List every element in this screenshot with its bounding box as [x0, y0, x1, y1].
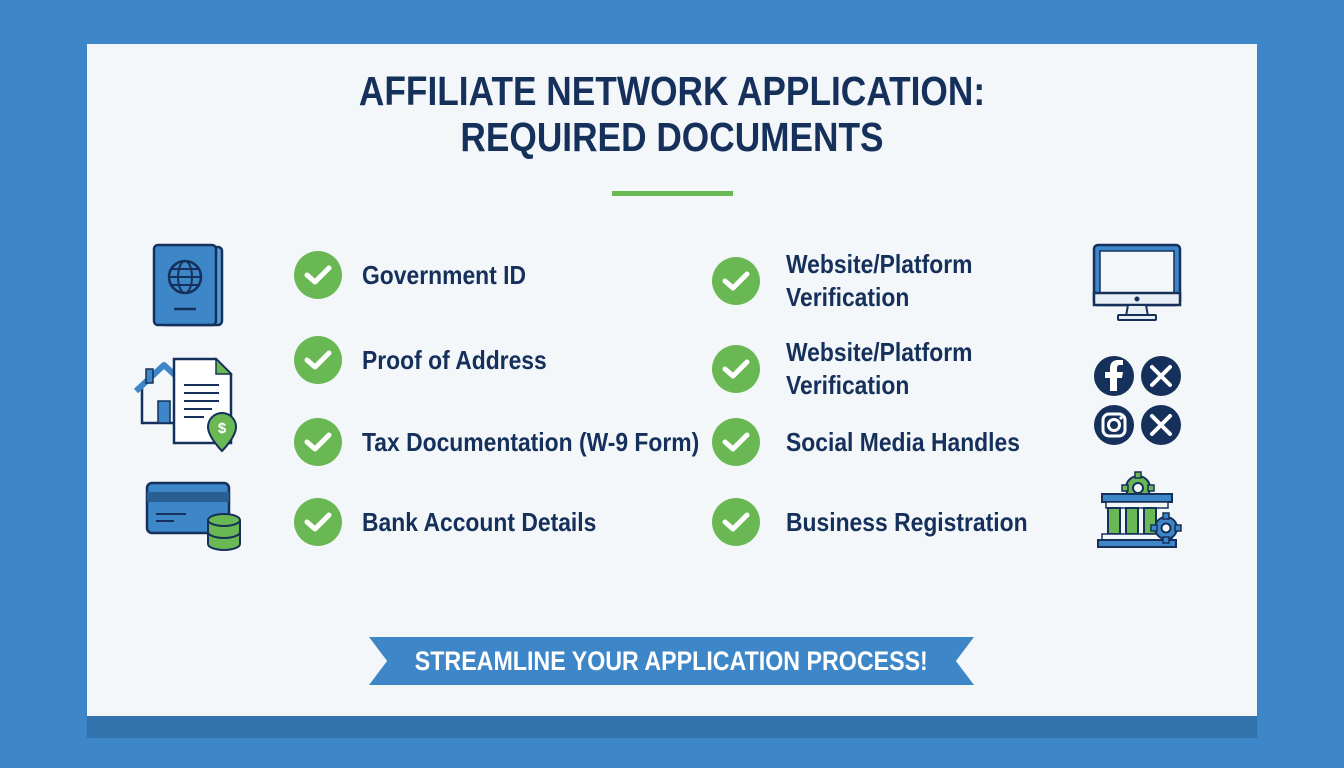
title-divider — [612, 191, 733, 196]
check-circle-icon — [294, 251, 342, 299]
cta-ribbon-banner: STREAMLINE YOUR APPLICATION PROCESS! — [369, 637, 974, 685]
checklist-item-tax-documentation: Tax Documentation (W-9 Form) — [294, 418, 745, 466]
credit-card-coins-icon — [144, 480, 244, 561]
check-circle-icon — [294, 336, 342, 384]
checklist-item-government-id: Government ID — [294, 251, 548, 299]
x-icon — [1141, 405, 1181, 445]
facebook-icon — [1094, 356, 1134, 396]
checklist-item-label: Business Registration — [786, 506, 1028, 537]
checklist-item-website-verification-2: Website/Platform Verification — [712, 336, 998, 402]
page-title: AFFILIATE NETWORK APPLICATION: REQUIRED … — [94, 68, 1250, 160]
check-circle-icon — [712, 257, 760, 305]
label-line-2: Verification — [786, 370, 910, 400]
social-media-icons — [1094, 355, 1184, 452]
document-card — [87, 44, 1257, 716]
gear-icon — [1150, 512, 1182, 544]
checklist-item-label: Website/Platform Verification — [786, 336, 972, 402]
monitor-icon — [1092, 243, 1182, 328]
check-circle-icon — [712, 345, 760, 393]
checklist-item-label: Social Media Handles — [786, 426, 1020, 457]
checklist-item-proof-of-address: Proof of Address — [294, 336, 572, 384]
card-shadow — [87, 716, 1257, 738]
title-line-2: REQUIRED DOCUMENTS — [460, 114, 884, 160]
passport-icon — [150, 243, 226, 334]
checklist-item-social-media: Social Media Handles — [712, 418, 1052, 466]
check-circle-icon — [294, 498, 342, 546]
checklist-item-label: Bank Account Details — [362, 506, 597, 537]
x-icon — [1141, 356, 1181, 396]
checklist-item-bank-account: Bank Account Details — [294, 498, 628, 546]
checklist-item-label: Tax Documentation (W-9 Form) — [362, 426, 700, 457]
instagram-icon — [1094, 405, 1134, 445]
business-building-gear-icon — [1096, 470, 1186, 555]
checklist-item-website-verification: Website/Platform Verification — [712, 248, 998, 314]
label-line-2: Verification — [786, 282, 910, 312]
check-circle-icon — [294, 418, 342, 466]
label-line-1: Website/Platform — [786, 249, 973, 279]
check-circle-icon — [712, 418, 760, 466]
house-document-icon: $ — [133, 355, 244, 460]
banner-text: STREAMLINE YOUR APPLICATION PROCESS! — [414, 645, 929, 676]
check-circle-icon — [712, 498, 760, 546]
label-line-1: Website/Platform — [786, 337, 973, 367]
checklist-item-label: Website/Platform Verification — [786, 248, 972, 314]
title-line-1: AFFILIATE NETWORK APPLICATION: — [358, 68, 986, 114]
checklist-item-label: Proof of Address — [362, 344, 547, 375]
checklist-item-label: Government ID — [362, 259, 527, 290]
svg-text:$: $ — [218, 420, 227, 437]
checklist-item-business-registration: Business Registration — [712, 498, 1061, 546]
